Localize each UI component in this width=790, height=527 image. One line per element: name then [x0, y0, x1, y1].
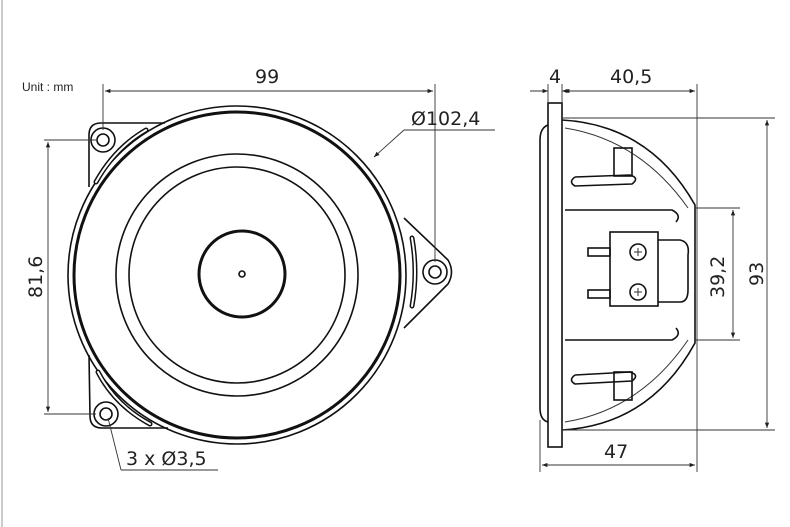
holes-dim-label: 3 x Ø3,5 [126, 448, 207, 470]
basket-clip-top [613, 147, 633, 177]
dust-cap [197, 229, 287, 319]
holes-dimension: 3 x Ø3,5 [107, 417, 218, 471]
magnet-dim-label: 39,2 [707, 256, 729, 298]
unit-label: Unit : mm [22, 80, 73, 94]
mounting-holes [90, 127, 448, 427]
side-view: 4 40,5 47 93 39,2 [530, 66, 775, 472]
total-depth-dimension: 47 [539, 420, 695, 472]
terminal-tab-bottom [587, 289, 611, 299]
width-dimension: 99 [102, 66, 436, 262]
terminal-tab-top [587, 247, 611, 257]
basket-rib [564, 127, 689, 423]
basket-clip-bottom [613, 371, 633, 401]
total-depth-dim-label: 47 [604, 441, 628, 463]
frame-outer-ring [67, 105, 407, 445]
basket-windows [570, 174, 637, 385]
magnet-dimension: 39,2 [695, 207, 740, 341]
flange-dim-label: 4 [549, 66, 561, 88]
cone-inner-ring [128, 166, 346, 384]
height-dim-label: 81,6 [25, 256, 47, 298]
width-dim-label: 99 [255, 66, 279, 88]
mounting-flange [88, 122, 453, 429]
basket-spokes [565, 209, 680, 341]
terminal-screw-top-icon [629, 243, 647, 261]
flange-dimension: 4 [530, 66, 580, 103]
flange-slots [93, 127, 418, 427]
front-view: 99 81,6 Ø102,4 3 x Ø3,5 [25, 66, 495, 471]
depth-dimension: 40,5 [564, 66, 698, 472]
side-height-dimension: 93 [562, 117, 775, 431]
terminal-block [609, 231, 659, 307]
basket-outline [561, 119, 696, 431]
height-dimension: 81,6 [25, 139, 96, 415]
flange-plate [547, 102, 563, 448]
center-point [238, 270, 246, 278]
terminal-screw-bottom-icon [629, 283, 647, 301]
diameter-dimension: Ø102,4 [373, 108, 495, 158]
diameter-dim-label: Ø102,4 [411, 108, 480, 130]
depth-dim-label: 40,5 [610, 66, 652, 88]
side-height-dim-label: 93 [746, 262, 768, 286]
front-lip [539, 124, 549, 423]
surround-ring [72, 110, 402, 440]
cone-outer-ring [115, 153, 359, 397]
magnet [658, 239, 690, 303]
